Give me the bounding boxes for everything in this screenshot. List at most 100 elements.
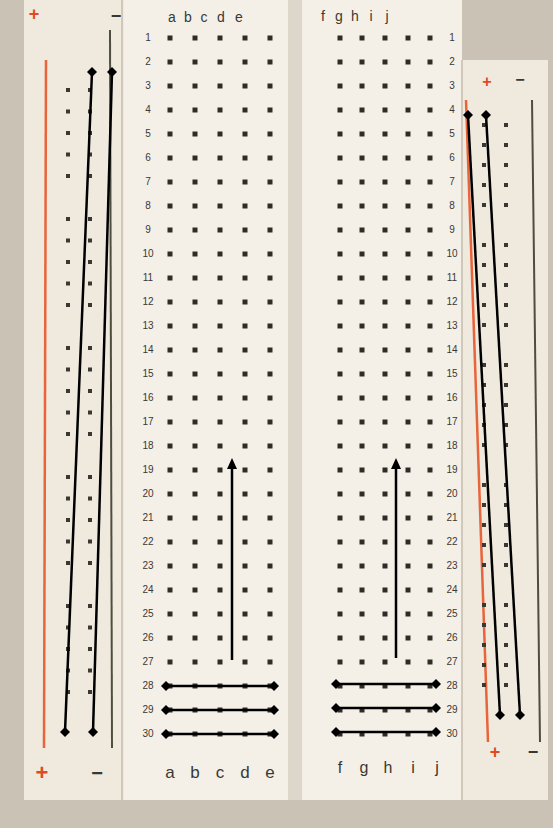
row-number: 28 [446,681,457,691]
rail-hole [88,389,92,393]
hole [360,396,365,401]
column-letter: b [184,10,192,24]
row-number: 22 [142,537,153,547]
hole [428,156,433,161]
hole [360,348,365,353]
column-letter: i [411,760,415,776]
hole [338,516,343,521]
hole [406,132,411,137]
hole [193,156,198,161]
hole [428,108,433,113]
hole [360,300,365,305]
rail-hole [504,603,508,607]
connection-line [336,707,436,710]
hole [243,276,248,281]
hole [406,420,411,425]
rail-hole [482,183,486,187]
hole [168,396,173,401]
hole [406,228,411,233]
rail-hole [482,483,486,487]
hole [338,84,343,89]
rail-seam [461,60,463,800]
row-number: 8 [145,201,151,211]
row-number: 12 [446,297,457,307]
rail-hole [504,323,508,327]
hole [168,468,173,473]
hole [383,636,388,641]
hole [268,612,273,617]
hole [338,300,343,305]
rail-hole [88,411,92,415]
hole [193,588,198,593]
hole [218,132,223,137]
hole [193,228,198,233]
hole [168,564,173,569]
rail-hole [88,217,92,221]
hole [428,660,433,665]
hole [338,60,343,65]
hole [360,660,365,665]
row-number: 20 [446,489,457,499]
row-number: 25 [142,609,153,619]
hole [218,348,223,353]
hole [168,36,173,41]
hole [218,540,223,545]
hole [338,396,343,401]
rail-hole [88,368,92,372]
hole [428,324,433,329]
hole [243,444,248,449]
hole [193,420,198,425]
hole [383,84,388,89]
hole [360,156,365,161]
rail-hole [504,563,508,567]
rail-hole [66,475,70,479]
column-letter: h [351,9,359,23]
rail-hole [482,643,486,647]
hole [360,252,365,257]
hole [383,108,388,113]
hole [168,492,173,497]
hole [193,348,198,353]
hole [383,204,388,209]
line-end-diamond [431,727,441,737]
row-number: 27 [142,657,153,667]
row-number: 28 [142,681,153,691]
hole [383,60,388,65]
hole [168,228,173,233]
hole [193,180,198,185]
hole [168,612,173,617]
hole [406,564,411,569]
hole [338,588,343,593]
row-number: 19 [446,465,457,475]
hole [268,36,273,41]
row-number: 2 [449,57,455,67]
hole [268,324,273,329]
rail-hole [88,346,92,350]
hole [428,396,433,401]
hole [218,84,223,89]
hole [428,204,433,209]
hole [243,540,248,545]
hole [406,324,411,329]
row-number: 6 [449,153,455,163]
hole [218,276,223,281]
hole [406,612,411,617]
rail-hole [88,604,92,608]
hole [360,420,365,425]
rail-hole [66,174,70,178]
hole [268,276,273,281]
connection-line [166,685,274,688]
hole [428,228,433,233]
hole [406,348,411,353]
row-number: 3 [449,81,455,91]
column-letter: g [335,9,343,23]
row-number: 25 [446,609,457,619]
hole [243,300,248,305]
hole [268,492,273,497]
hole [428,468,433,473]
row-number: 15 [142,369,153,379]
hole [168,372,173,377]
rail-hole [482,623,486,627]
hole [360,132,365,137]
hole [406,36,411,41]
